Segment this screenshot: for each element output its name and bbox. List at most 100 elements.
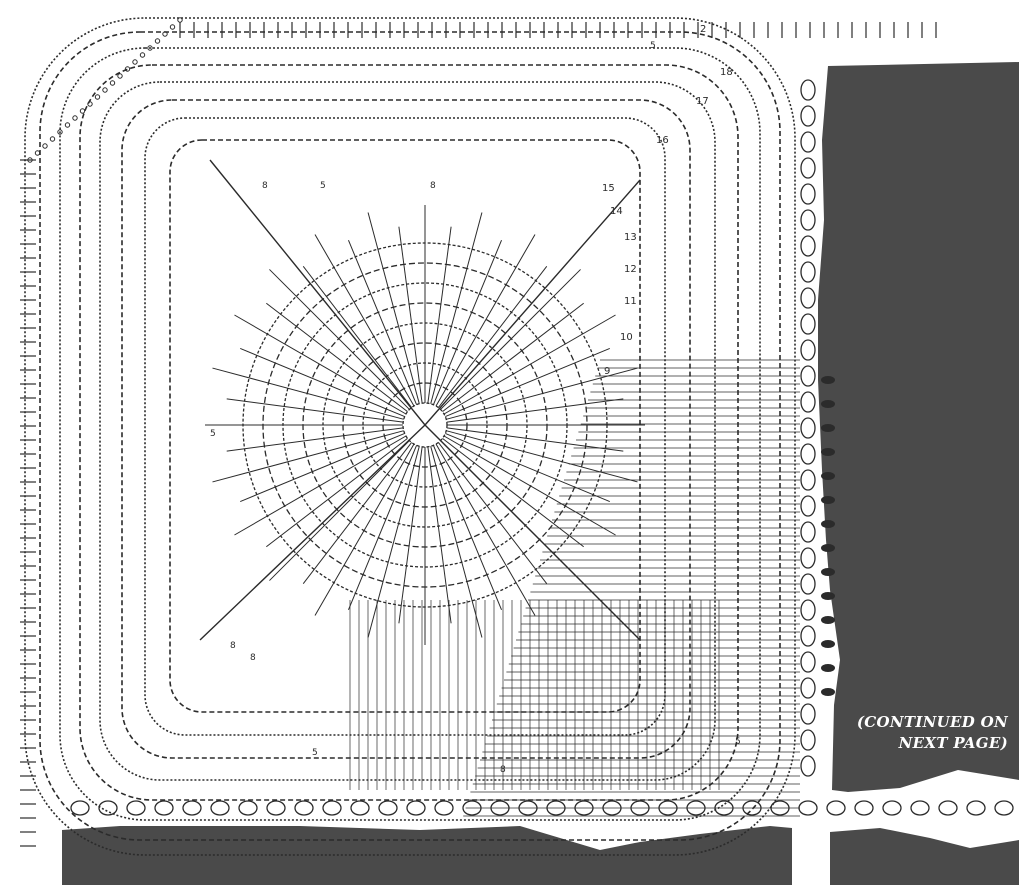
continued-note-line-2: NEXT PAGE) <box>898 734 1008 752</box>
right-chain-loop <box>800 729 816 751</box>
bottom-chain-loop <box>238 800 258 816</box>
spoke <box>348 445 418 610</box>
bottom-chain-loop <box>266 800 286 816</box>
corner-chain-bead <box>57 129 63 135</box>
spoke <box>302 266 413 408</box>
gray-bands <box>62 62 1019 885</box>
corner-chain-bead <box>87 101 93 107</box>
right-chain-loop <box>800 131 816 153</box>
spoke <box>432 445 502 610</box>
bottom-chain-loop <box>518 800 538 816</box>
right-chain-loop <box>800 105 816 127</box>
spoke <box>234 314 407 415</box>
right-chain-loop <box>800 339 816 361</box>
spoke <box>266 437 408 548</box>
diagonal-line <box>424 424 641 641</box>
picot-bead <box>821 568 835 576</box>
bottom-chain-loop <box>826 800 846 816</box>
spoke <box>314 234 415 407</box>
row-number-18: 18 <box>720 67 733 78</box>
right-chain-loop <box>800 209 816 231</box>
picot-bead <box>821 496 835 504</box>
bottom-chain-loop <box>574 800 594 816</box>
right-chain-loop <box>800 313 816 335</box>
stitch-spokes <box>199 159 645 645</box>
picot-bead <box>821 616 835 624</box>
row-number-14: 14 <box>610 206 623 217</box>
right-chain-loop <box>800 261 816 283</box>
spoke <box>234 435 407 536</box>
row-number-17: 17 <box>696 96 709 107</box>
bottom-chain-loop <box>938 800 958 816</box>
bottom-chain-loop <box>350 800 370 816</box>
diagonal-line <box>424 179 641 426</box>
spoke <box>226 427 404 452</box>
repeat-count-8: 8 <box>250 653 256 663</box>
square-round-5 <box>99 81 716 781</box>
spoke <box>314 443 415 616</box>
picot-bead <box>821 688 835 696</box>
right-chain-loop <box>800 573 816 595</box>
repeat-count-8: 8 <box>500 765 506 775</box>
spoke <box>437 266 548 408</box>
spoke <box>430 212 483 404</box>
diagonal-line <box>199 424 426 641</box>
bottom-chain-loop <box>630 800 650 816</box>
right-chain-loop <box>800 443 816 465</box>
spoke <box>398 446 423 624</box>
picot-bead <box>821 592 835 600</box>
spoke <box>430 446 483 638</box>
spoke <box>398 226 423 404</box>
spoke <box>445 432 610 502</box>
bottom-chain-loop <box>714 800 734 816</box>
spoke <box>440 269 581 410</box>
spoke <box>226 398 404 423</box>
right-chain-loop <box>800 521 816 543</box>
corner-chain-bead <box>117 73 123 79</box>
row-number-15: 15 <box>602 183 615 194</box>
square-round-7 <box>144 117 666 736</box>
corner-chain-bead <box>177 17 183 23</box>
bottom-chain-loop <box>602 800 622 816</box>
bottom-chain-loop <box>154 800 174 816</box>
bottom-chain-loop <box>126 800 146 816</box>
bottom-chain-loop <box>546 800 566 816</box>
row-number-10: 10 <box>620 332 633 343</box>
repeat-count-5: 5 <box>312 748 318 758</box>
right-chain-loop <box>800 183 816 205</box>
repeat-count-8: 8 <box>430 181 436 191</box>
right-chain-loop <box>800 677 816 699</box>
spoke <box>437 442 548 584</box>
spoke <box>269 269 410 410</box>
picot-bead <box>821 400 835 408</box>
row-number-11: 11 <box>624 296 637 307</box>
chain-beads <box>27 17 1014 816</box>
bottom-chain-loop <box>322 800 342 816</box>
corner-chain-bead <box>132 59 138 65</box>
repeat-count-8: 8 <box>230 641 236 651</box>
spoke <box>269 440 410 581</box>
corner-chain-bead <box>102 87 108 93</box>
right-chain-loop <box>800 547 816 569</box>
spoke <box>240 432 405 502</box>
corner-chain-bead <box>79 108 86 114</box>
right-chain-loop <box>800 599 816 621</box>
spoke <box>435 443 536 616</box>
corner-chain-bead <box>64 122 71 128</box>
right-chain-loop <box>800 79 816 101</box>
spoke <box>442 302 584 413</box>
corner-chain-bead <box>49 136 56 142</box>
corner-chain-bead <box>94 94 101 100</box>
right-chain-loop <box>800 651 816 673</box>
continued-note-line-1: (CONTINUED ON <box>856 713 1008 731</box>
spoke <box>348 240 418 405</box>
spoke <box>445 348 610 418</box>
picot-bead <box>821 664 835 672</box>
spoke <box>427 446 452 624</box>
bottom-chain-loop <box>70 800 90 816</box>
corner-chain-bead <box>124 66 131 72</box>
bottom-chain-loop <box>462 800 482 816</box>
corner-chain-bead <box>42 143 48 149</box>
right-chain-loop <box>800 755 816 777</box>
spoke <box>442 437 584 548</box>
